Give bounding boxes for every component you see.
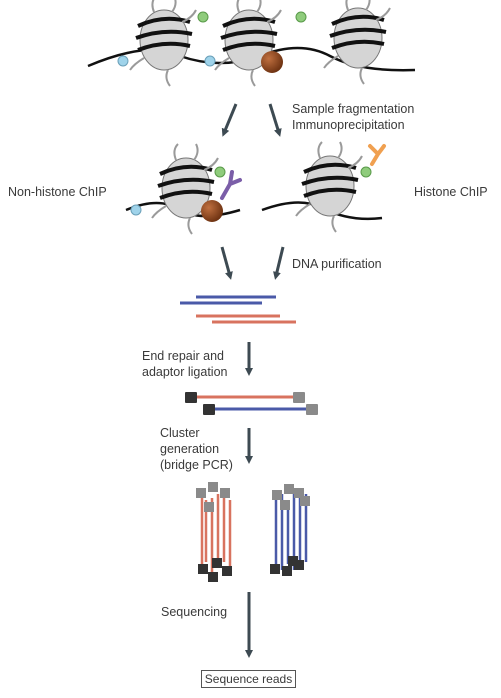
- nucleosome-3: [322, 0, 392, 86]
- sequencing-label: Sequencing: [161, 605, 228, 619]
- green-histone-mark: [197, 11, 209, 23]
- fragmentation-label: Sample fragmentation Immunoprecipitation: [292, 102, 415, 132]
- end-repair-label: End repair and adaptor ligation: [142, 349, 228, 379]
- non-histone-chip-fragment: [125, 142, 242, 236]
- non-histone-chip-label: Non-histone ChIP: [8, 185, 107, 199]
- dna-purification-label: DNA purification: [292, 257, 382, 271]
- blue-histone-mark: [204, 55, 216, 67]
- blue-cluster: [270, 484, 310, 576]
- arrow-fragmentation-left: [221, 103, 238, 137]
- nucleosome-2: [213, 0, 283, 88]
- arrow-purification-right: [273, 246, 285, 280]
- sequence-reads-box: Sequence reads: [201, 670, 296, 688]
- top-chromatin: [87, 0, 416, 88]
- nucleosome-1: [128, 0, 198, 88]
- red-cluster: [196, 482, 232, 582]
- blue-histone-mark: [117, 55, 129, 67]
- green-histone-mark: [295, 11, 307, 23]
- antibody-purple: [220, 170, 242, 200]
- histone-chip-fragment: [261, 140, 386, 234]
- adaptor-ligated-fragments: [185, 392, 318, 415]
- purified-dna-fragments: [180, 295, 296, 324]
- dna-binding-protein: [261, 51, 283, 73]
- antibody-orange: [368, 144, 386, 166]
- dna-binding-protein: [201, 200, 223, 222]
- arrow-purification-left: [220, 246, 233, 280]
- arrow-fragmentation-right: [268, 103, 282, 137]
- cluster-generation-label: Cluster generation (bridge PCR): [160, 426, 233, 472]
- histone-chip-label: Histone ChIP: [414, 185, 488, 199]
